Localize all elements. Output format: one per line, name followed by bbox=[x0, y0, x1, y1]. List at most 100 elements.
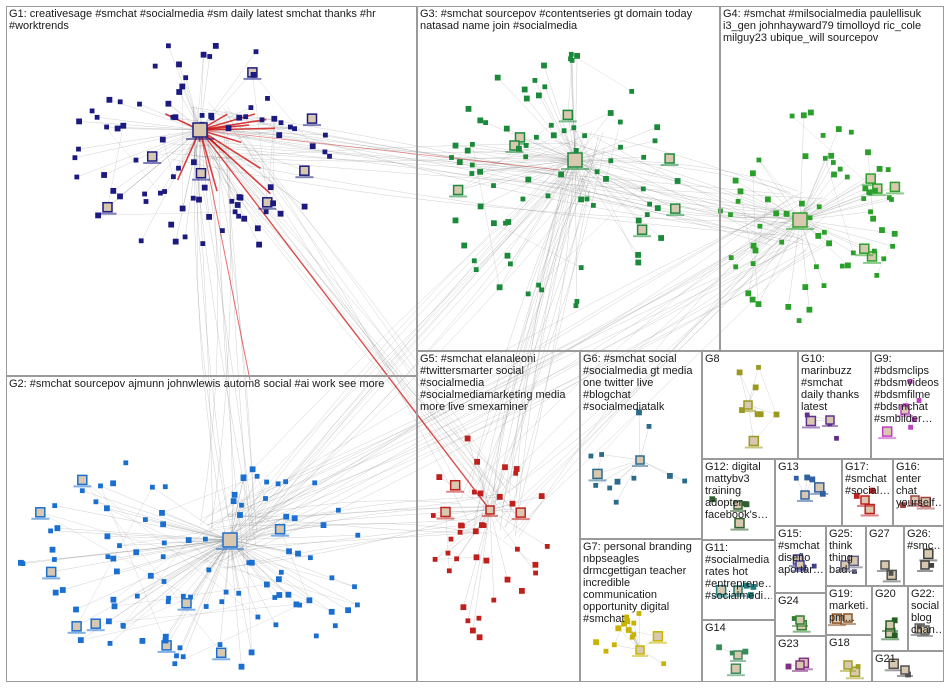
g2-edge bbox=[163, 524, 231, 541]
g3-edge bbox=[472, 159, 576, 166]
cross-group-edge bbox=[223, 210, 773, 561]
g4-node bbox=[889, 197, 894, 202]
g2-edge bbox=[122, 539, 231, 626]
g1-edge bbox=[78, 129, 201, 150]
cross-group-edge bbox=[210, 170, 600, 564]
g4-node bbox=[820, 132, 826, 138]
g4-node bbox=[865, 173, 876, 184]
cross-group-edge bbox=[248, 152, 582, 526]
g6-edge bbox=[597, 459, 641, 475]
cross-group-edge bbox=[220, 112, 520, 521]
g3-node bbox=[471, 258, 477, 264]
g2-edge bbox=[137, 539, 231, 597]
g4-edge bbox=[752, 219, 801, 264]
g1-edge bbox=[79, 121, 201, 131]
g3-edge bbox=[574, 112, 611, 161]
g6-edge bbox=[638, 412, 641, 461]
g1-node bbox=[206, 213, 213, 220]
cross-group-edge bbox=[472, 180, 585, 536]
node-label-mark bbox=[558, 120, 577, 123]
g2-node bbox=[149, 484, 155, 490]
g7-node bbox=[631, 632, 637, 637]
g1-node bbox=[183, 75, 189, 81]
g4-node bbox=[890, 243, 895, 249]
g3-edge bbox=[493, 159, 576, 186]
g2-node bbox=[106, 618, 112, 625]
g2-edge bbox=[107, 536, 231, 541]
g9-node bbox=[911, 417, 917, 423]
g3-edge bbox=[574, 159, 639, 256]
g3-node bbox=[477, 168, 484, 175]
g4-node bbox=[873, 187, 878, 193]
g3-node bbox=[541, 62, 547, 69]
g4-node bbox=[830, 160, 836, 165]
g9-node bbox=[881, 426, 893, 437]
g2-edge bbox=[82, 479, 259, 618]
g4-node bbox=[866, 251, 878, 262]
g1-edge bbox=[199, 129, 268, 203]
g4-edge bbox=[799, 219, 893, 247]
g5-edge bbox=[489, 495, 542, 511]
cross-group-edge bbox=[593, 135, 817, 247]
g9-node bbox=[907, 378, 913, 384]
node-label-mark bbox=[511, 142, 529, 145]
g3-node bbox=[635, 259, 642, 266]
node-label-mark bbox=[505, 151, 524, 153]
g2-node bbox=[355, 532, 361, 538]
g1-node bbox=[229, 198, 235, 204]
cross-group-edge bbox=[211, 131, 811, 246]
g2-node bbox=[240, 474, 247, 481]
g3-node bbox=[578, 265, 584, 271]
g3-node bbox=[550, 132, 557, 139]
g2-edge bbox=[100, 485, 167, 646]
g2-edge bbox=[40, 512, 358, 606]
g1-node bbox=[170, 174, 176, 180]
g2-node bbox=[275, 481, 281, 487]
g3-node bbox=[644, 212, 650, 218]
g16-hub-node bbox=[910, 495, 920, 505]
g1-node bbox=[72, 155, 78, 161]
g5-edge bbox=[434, 509, 491, 560]
g2-edge bbox=[113, 505, 242, 600]
g2-node bbox=[283, 513, 290, 520]
g3-edge bbox=[459, 159, 576, 163]
g1-edge bbox=[199, 56, 210, 131]
node-label-mark bbox=[860, 514, 879, 517]
g2-node bbox=[160, 521, 167, 528]
g4-node bbox=[891, 230, 898, 237]
g2-node bbox=[291, 515, 298, 522]
g5-node bbox=[509, 500, 516, 507]
cross-group-edge bbox=[209, 127, 560, 173]
g1-edge bbox=[193, 54, 204, 163]
g3-node bbox=[452, 184, 464, 196]
g4-node bbox=[789, 113, 795, 119]
g3-node bbox=[523, 95, 530, 102]
g1-node bbox=[276, 132, 283, 139]
g2-edge bbox=[243, 478, 252, 653]
g2-edge bbox=[54, 539, 231, 560]
g2-node bbox=[206, 567, 212, 573]
g4-edge bbox=[799, 197, 890, 221]
cross-group-edge bbox=[171, 158, 788, 223]
g1-node bbox=[234, 202, 241, 208]
g26-node bbox=[923, 548, 934, 560]
g5-edge bbox=[445, 509, 491, 513]
g2-edge bbox=[174, 600, 310, 664]
g3-node bbox=[469, 162, 475, 168]
cross-group-edge bbox=[484, 147, 605, 510]
g2-edge bbox=[165, 539, 231, 637]
node-label-mark bbox=[730, 660, 746, 662]
g3-hub-node bbox=[567, 152, 583, 168]
highlight-edge bbox=[199, 129, 218, 192]
g3-edge bbox=[528, 159, 576, 294]
node-label-mark bbox=[666, 214, 685, 217]
g4-node bbox=[844, 174, 850, 180]
cross-group-edge bbox=[203, 244, 822, 544]
g2-edge bbox=[95, 501, 231, 541]
g2-node bbox=[255, 614, 261, 620]
cross-group-edge bbox=[233, 151, 586, 535]
g1-node bbox=[159, 136, 166, 143]
cross-group-edge bbox=[226, 224, 820, 562]
